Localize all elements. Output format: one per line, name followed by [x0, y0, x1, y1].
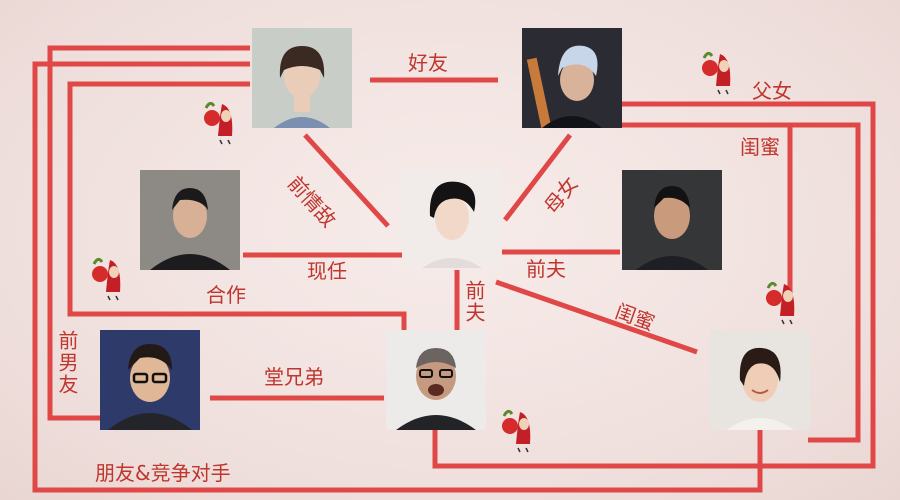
- label-cooperation: 合作: [206, 283, 246, 307]
- person-bottom-left-portrait: [100, 330, 200, 430]
- red-riding-hood-apple-icon: [498, 404, 538, 454]
- line-outer-loop-3: [67, 81, 407, 330]
- red-riding-hood-apple-icon: [698, 46, 738, 96]
- person-mid-left-portrait: [140, 170, 240, 270]
- person-bottom-right-portrait: [710, 330, 810, 430]
- label-ex-husband-right: 前夫: [526, 257, 566, 281]
- label-ex-husband-center: 前夫: [462, 280, 486, 324]
- person-bottom-center-portrait: [386, 330, 486, 430]
- person-top-right-portrait: [522, 28, 622, 128]
- red-riding-hood-apple-icon: [88, 252, 128, 302]
- label-ex-boyfriend: 前男友: [55, 330, 79, 396]
- person-top-left-portrait: [252, 28, 352, 128]
- line-outer-loop-2: [32, 61, 763, 493]
- line-best-friends-bottom: [495, 279, 698, 355]
- line-father-daughter: [432, 101, 876, 469]
- person-center-portrait: [402, 168, 502, 268]
- line-mother-daughter: [503, 133, 572, 222]
- label-father-daughter: 父女: [752, 79, 792, 103]
- label-best-friends-top: 闺蜜: [740, 135, 780, 159]
- line-former-rival: [303, 133, 390, 228]
- label-cousins: 堂兄弟: [264, 365, 324, 389]
- line-outer-loop-top-left: [47, 45, 250, 421]
- label-friends-and-rivals: 朋友&竞争对手: [95, 461, 231, 485]
- label-good-friends: 好友: [408, 51, 448, 75]
- label-current: 现任: [307, 259, 347, 283]
- red-riding-hood-apple-icon: [762, 276, 802, 326]
- line-best-friends-top: [620, 122, 861, 443]
- person-mid-right-portrait: [622, 170, 722, 270]
- red-riding-hood-apple-icon: [200, 96, 240, 146]
